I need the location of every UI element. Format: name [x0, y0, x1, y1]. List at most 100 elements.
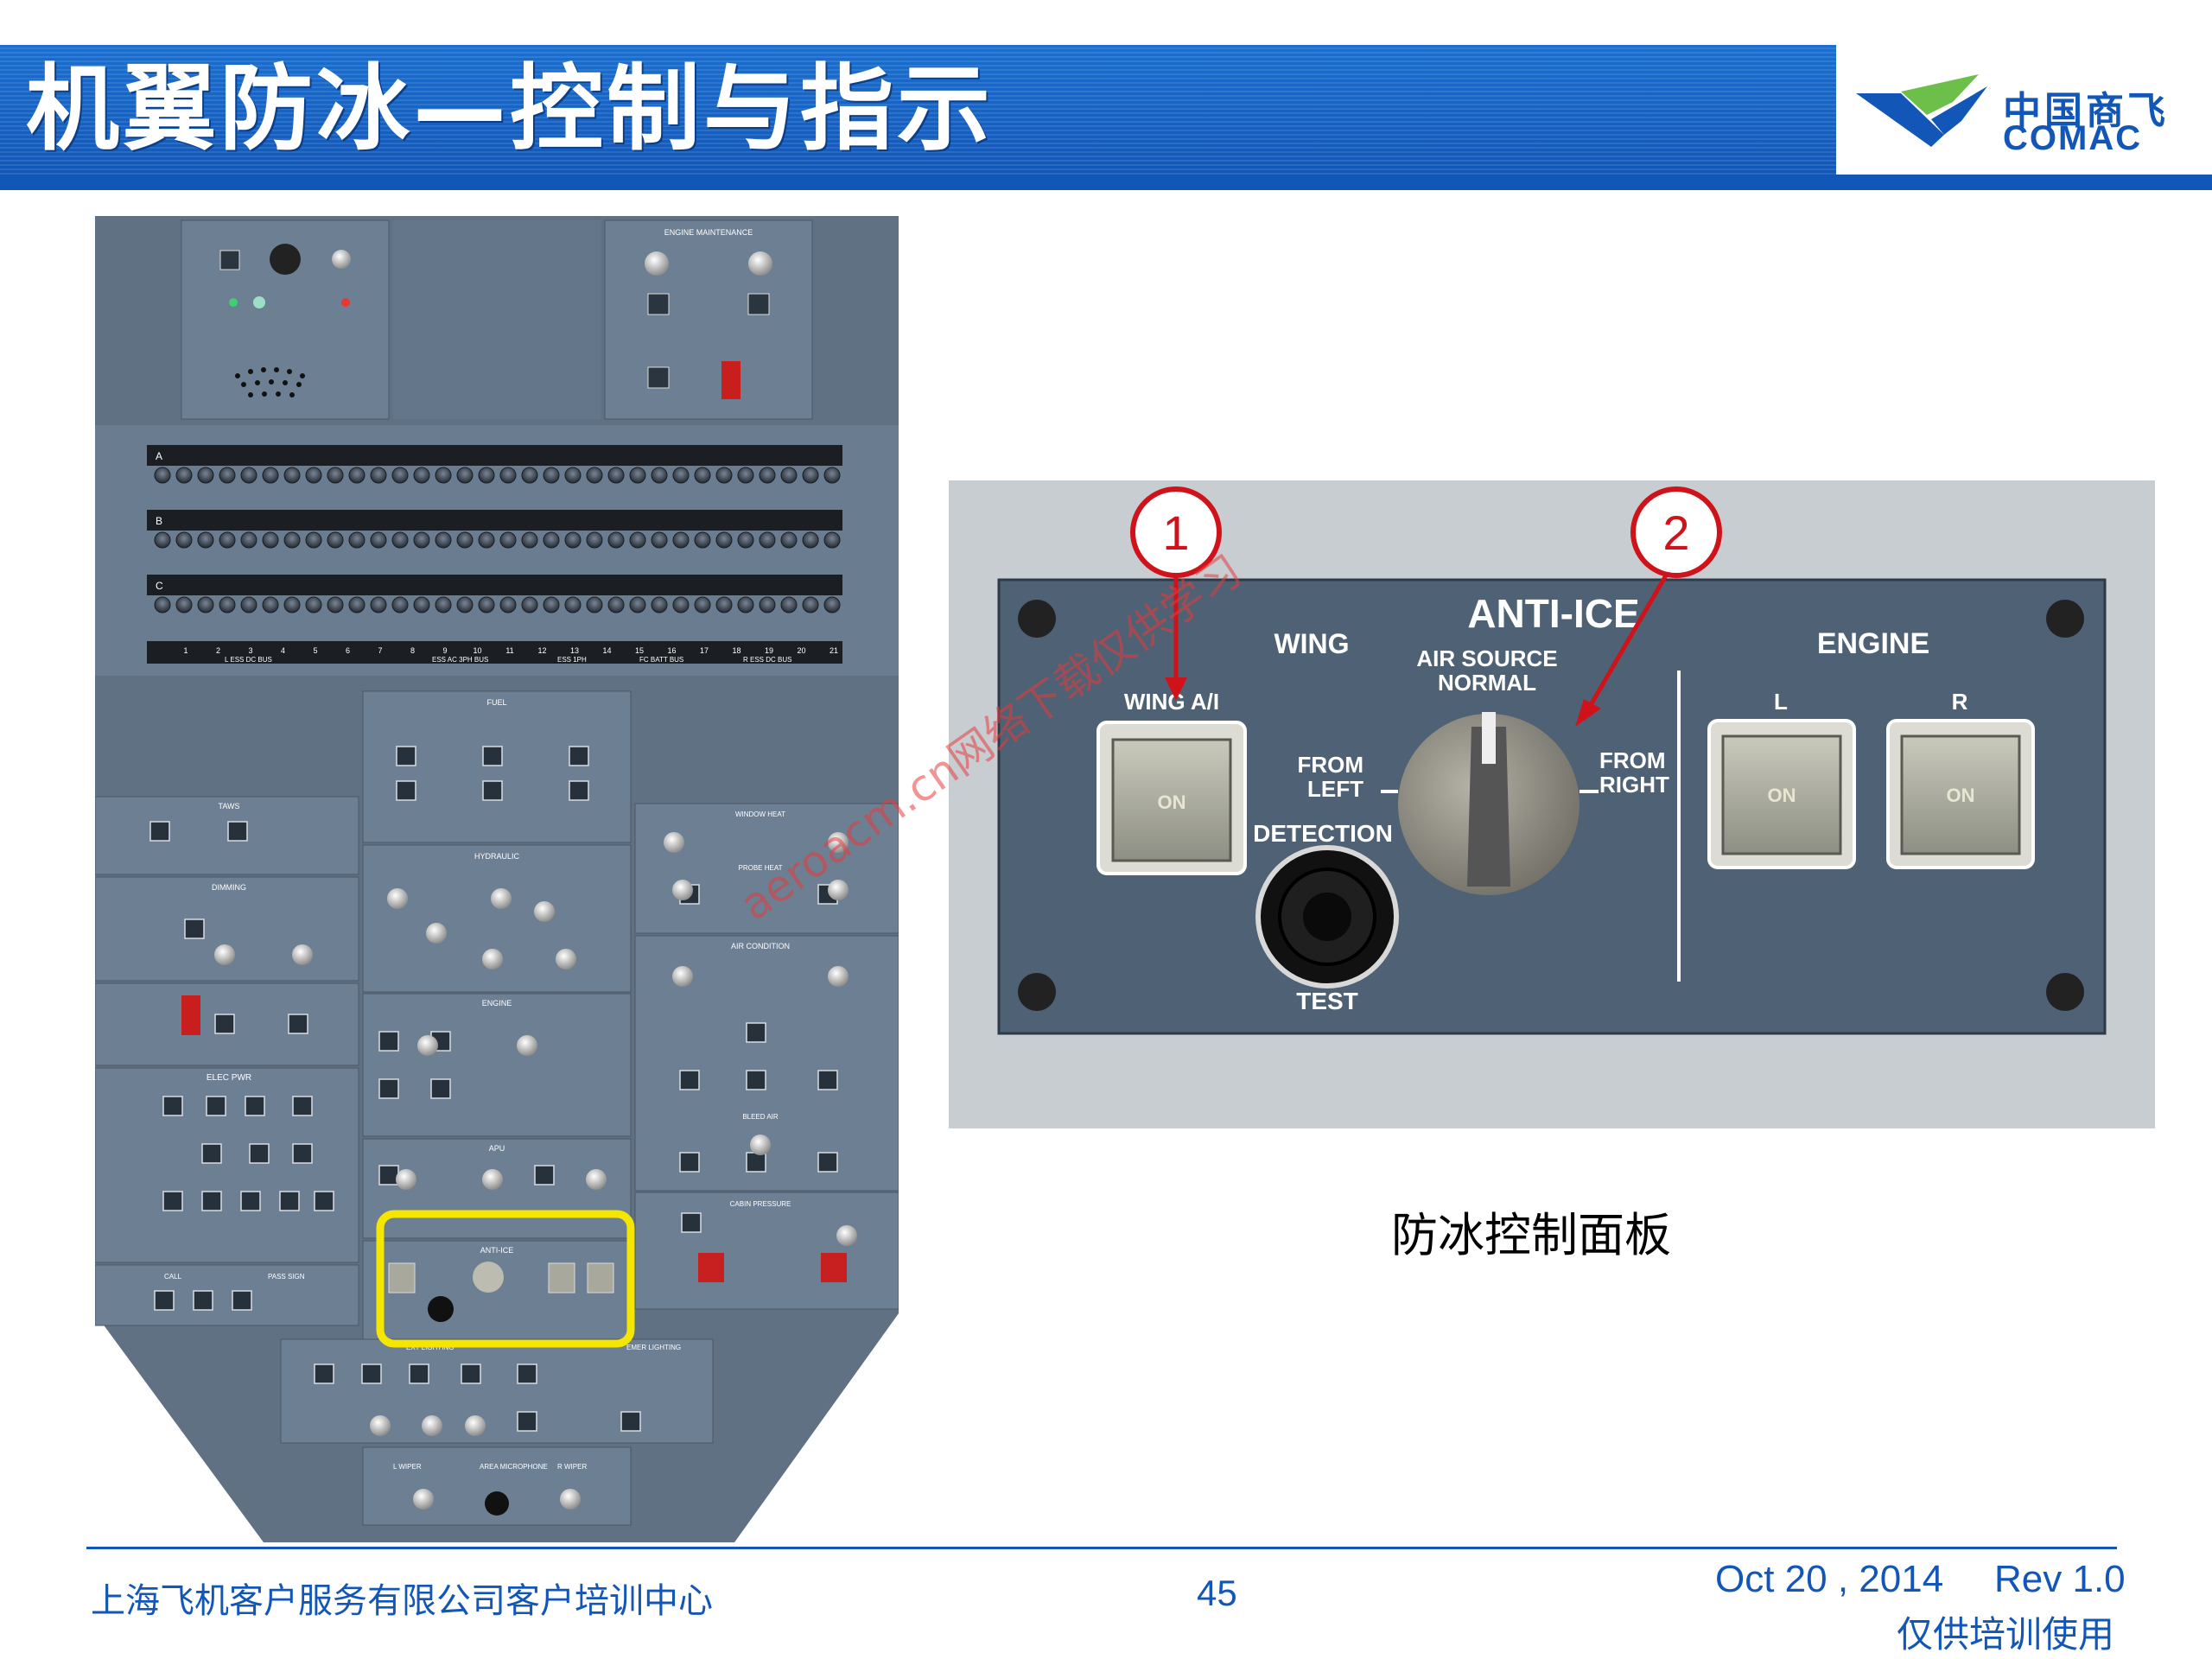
circuit-breaker[interactable] [629, 467, 646, 484]
circuit-breaker[interactable] [391, 531, 409, 549]
pushbutton-switch[interactable] [681, 1212, 702, 1233]
circuit-breaker[interactable] [283, 467, 301, 484]
circuit-breaker[interactable] [219, 596, 236, 613]
circuit-breaker[interactable] [521, 467, 538, 484]
circuit-breaker[interactable] [543, 596, 560, 613]
pushbutton-switch[interactable] [184, 918, 205, 939]
rotary-knob[interactable] [556, 949, 576, 969]
circuit-breaker[interactable] [370, 467, 387, 484]
pushbutton-switch[interactable] [430, 1078, 451, 1099]
pushbutton-switch[interactable] [201, 1143, 222, 1164]
circuit-breaker[interactable] [823, 531, 841, 549]
pushbutton-switch[interactable] [240, 1191, 261, 1211]
circuit-breaker[interactable] [586, 467, 603, 484]
circuit-breaker[interactable] [543, 467, 560, 484]
pushbutton-switch[interactable] [201, 1191, 222, 1211]
pushbutton-switch[interactable] [149, 821, 170, 842]
circuit-breaker[interactable] [759, 596, 776, 613]
circuit-breaker[interactable] [283, 531, 301, 549]
circuit-breaker[interactable] [154, 467, 171, 484]
circuit-breaker[interactable] [435, 531, 452, 549]
rotary-knob[interactable] [482, 949, 503, 969]
circuit-breaker[interactable] [154, 531, 171, 549]
circuit-breaker[interactable] [780, 467, 798, 484]
pushbutton-switch[interactable] [396, 780, 416, 801]
rotary-knob[interactable] [370, 1415, 391, 1436]
pushbutton-switch[interactable] [193, 1290, 213, 1311]
rotary-knob[interactable] [560, 1489, 581, 1510]
circuit-breaker[interactable] [651, 531, 668, 549]
circuit-breaker[interactable] [175, 596, 193, 613]
rotary-knob[interactable] [214, 944, 235, 965]
circuit-breaker[interactable] [802, 531, 819, 549]
circuit-breaker[interactable] [737, 531, 754, 549]
air-source-selector-knob[interactable] [1381, 712, 1599, 895]
pushbutton-switch[interactable] [227, 821, 248, 842]
circuit-breaker[interactable] [391, 467, 409, 484]
pushbutton-switch[interactable] [817, 1152, 838, 1173]
circuit-breaker[interactable] [823, 467, 841, 484]
circuit-breaker[interactable] [499, 596, 517, 613]
rotary-knob[interactable] [465, 1415, 486, 1436]
pushbutton-switch[interactable] [154, 1290, 175, 1311]
circuit-breaker[interactable] [456, 531, 474, 549]
circuit-breaker[interactable] [370, 531, 387, 549]
rotary-knob[interactable] [828, 880, 849, 900]
pushbutton-switch[interactable] [569, 746, 589, 766]
rotary-knob[interactable] [828, 966, 849, 987]
circuit-breaker[interactable] [435, 467, 452, 484]
circuit-breaker[interactable] [456, 596, 474, 613]
wing-ai-on-button[interactable]: ON [1096, 721, 1247, 875]
circuit-breaker[interactable] [478, 531, 495, 549]
rotary-knob[interactable] [491, 888, 512, 909]
rotary-knob[interactable] [396, 1169, 416, 1190]
circuit-breaker[interactable] [737, 596, 754, 613]
circuit-breaker[interactable] [348, 531, 365, 549]
circuit-breaker[interactable] [478, 467, 495, 484]
circuit-breaker[interactable] [607, 467, 625, 484]
pushbutton-switch[interactable] [482, 780, 503, 801]
rotary-knob[interactable] [586, 1169, 607, 1190]
circuit-breaker[interactable] [240, 531, 257, 549]
rotary-knob[interactable] [664, 832, 684, 853]
circuit-breaker[interactable] [262, 467, 279, 484]
circuit-breaker[interactable] [672, 596, 690, 613]
circuit-breaker[interactable] [305, 467, 322, 484]
rotary-knob[interactable] [426, 923, 447, 944]
pushbutton-switch[interactable] [679, 1070, 700, 1090]
circuit-breaker[interactable] [370, 596, 387, 613]
circuit-breaker[interactable] [607, 531, 625, 549]
rotary-knob[interactable] [482, 1169, 503, 1190]
circuit-breaker[interactable] [672, 467, 690, 484]
pushbutton-switch[interactable] [461, 1363, 481, 1384]
circuit-breaker[interactable] [478, 596, 495, 613]
circuit-breaker[interactable] [564, 467, 582, 484]
pushbutton-switch[interactable] [162, 1096, 183, 1116]
pushbutton-switch[interactable] [314, 1191, 334, 1211]
circuit-breaker[interactable] [262, 531, 279, 549]
pushbutton-switch[interactable] [817, 1070, 838, 1090]
pushbutton-switch[interactable] [517, 1363, 537, 1384]
circuit-breaker[interactable] [175, 531, 193, 549]
circuit-breaker[interactable] [413, 467, 430, 484]
circuit-breaker[interactable] [586, 531, 603, 549]
circuit-breaker[interactable] [327, 467, 344, 484]
pushbutton-switch[interactable] [292, 1143, 313, 1164]
circuit-breaker[interactable] [197, 467, 214, 484]
circuit-breaker[interactable] [456, 467, 474, 484]
circuit-breaker[interactable] [240, 596, 257, 613]
circuit-breaker[interactable] [586, 596, 603, 613]
circuit-breaker[interactable] [197, 596, 214, 613]
circuit-breaker[interactable] [607, 596, 625, 613]
circuit-breaker[interactable] [823, 596, 841, 613]
pushbutton-switch[interactable] [746, 1070, 766, 1090]
circuit-breaker[interactable] [564, 596, 582, 613]
circuit-breaker[interactable] [759, 531, 776, 549]
pushbutton-switch[interactable] [746, 1022, 766, 1043]
circuit-breaker[interactable] [802, 467, 819, 484]
rotary-knob[interactable] [836, 1225, 857, 1246]
pushbutton-switch[interactable] [534, 1165, 555, 1185]
pushbutton-switch[interactable] [314, 1363, 334, 1384]
circuit-breaker[interactable] [694, 531, 711, 549]
pushbutton-switch[interactable] [162, 1191, 183, 1211]
